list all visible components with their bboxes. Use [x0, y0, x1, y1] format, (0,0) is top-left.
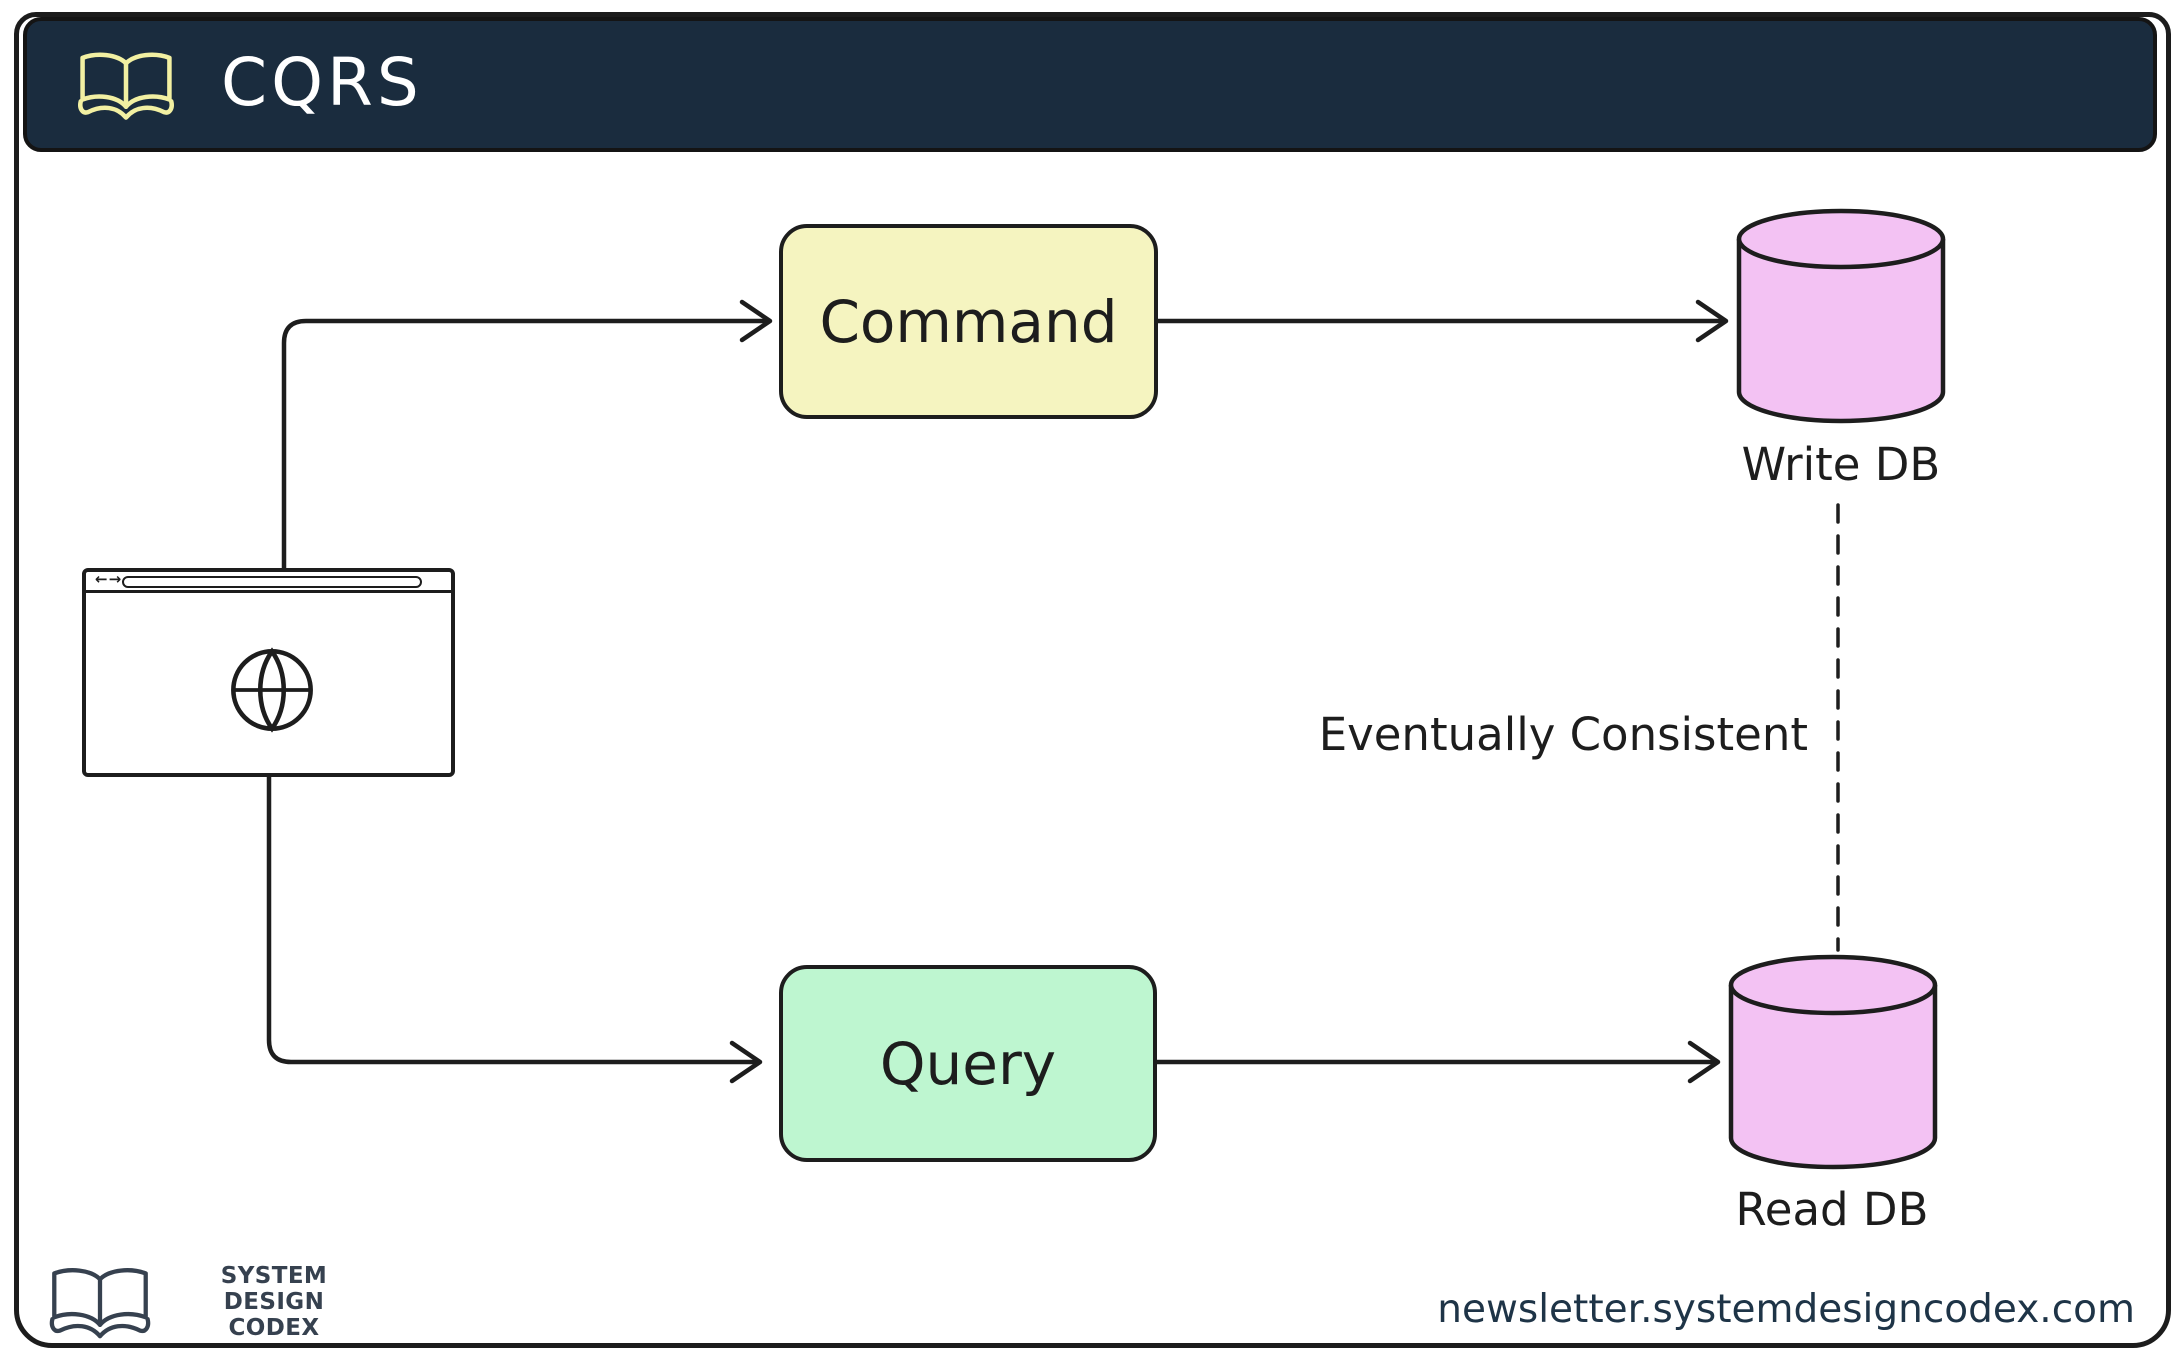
- footer-logo-text: SYSTEM DESIGN CODEX: [168, 1263, 380, 1341]
- forward-arrow-icon: →: [108, 570, 123, 588]
- book-icon: [49, 1268, 151, 1339]
- book-icon: [78, 52, 174, 120]
- consistency-label: Eventually Consistent: [1318, 708, 1808, 761]
- newsletter-url: newsletter.systemdesigncodex.com: [1437, 1287, 2135, 1332]
- read-db-node: [1726, 952, 1940, 1172]
- command-node: Command: [779, 224, 1158, 419]
- query-node-label: Query: [879, 1029, 1057, 1098]
- browser-nav-arrows-icon: ←→: [95, 570, 122, 588]
- browser-client-node: ←→: [82, 568, 455, 777]
- write-db-node: [1734, 206, 1948, 426]
- back-arrow-icon: ←: [95, 570, 109, 588]
- database-cylinder-icon: [1728, 954, 1938, 1170]
- write-db-label: Write DB: [1741, 438, 1941, 491]
- footer-logo-line1: SYSTEM DESIGN: [220, 1263, 328, 1315]
- database-cylinder-icon: [1736, 208, 1946, 424]
- header: CQRS: [23, 17, 2157, 152]
- globe-icon: [231, 647, 313, 733]
- footer-logo: SYSTEM DESIGN CODEX: [40, 1262, 380, 1342]
- footer-logo-line2: CODEX: [228, 1315, 320, 1341]
- page-title: CQRS: [221, 44, 423, 121]
- query-node: Query: [779, 965, 1157, 1162]
- command-node-label: Command: [819, 287, 1118, 356]
- read-db-label: Read DB: [1735, 1183, 1929, 1236]
- browser-url-bar: [122, 576, 422, 588]
- browser-topbar: ←→: [86, 570, 451, 593]
